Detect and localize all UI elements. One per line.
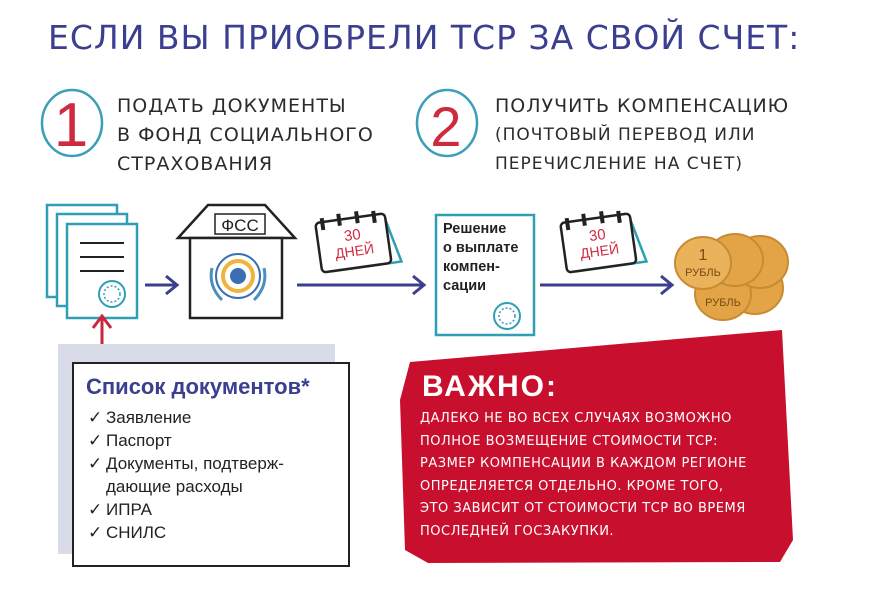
important-text: ДАЛЕКО НЕ ВО ВСЕХ СЛУЧАЯХ ВОЗМОЖНО ПОЛНО… bbox=[420, 408, 780, 543]
calendar-2-unit: ДНЕЙ bbox=[579, 239, 620, 261]
calendar-2-days: 30 bbox=[588, 226, 607, 245]
step-2-line-3: ПЕРЕЧИСЛЕНИЕ НА СЧЕТ) bbox=[495, 154, 744, 174]
doc-list-item: ✓Документы, подтверж- bbox=[86, 452, 336, 475]
important-line-1: ДАЛЕКО НЕ ВО ВСЕХ СЛУЧАЯХ ВОЗМОЖНО bbox=[420, 411, 732, 426]
document-stack-icon bbox=[45, 203, 139, 320]
step-1-text: ПОДАТЬ ДОКУМЕНТЫ В ФОНД СОЦИАЛЬНОГО СТРА… bbox=[117, 92, 374, 179]
coin-unit-2: РУБЛЬ bbox=[705, 297, 741, 309]
doc-list-item-label: Паспорт bbox=[106, 431, 172, 450]
doc-list-item-label: Документы, подтверж- bbox=[106, 454, 284, 473]
important-line-6: ПОСЛЕДНЕЙ ГОСЗАКУПКИ. bbox=[420, 523, 615, 539]
doc-list-item: ✓ИПРА bbox=[86, 498, 336, 521]
step-1-line-2: В ФОНД СОЦИАЛЬНОГО bbox=[117, 124, 374, 146]
doc-list-item-label: Заявление bbox=[106, 408, 192, 427]
doc-list-item: ✓СНИЛС bbox=[86, 521, 336, 544]
doc-list-item-label: дающие расходы bbox=[106, 477, 243, 496]
calendar-1-unit: ДНЕЙ bbox=[334, 239, 375, 261]
page-title: ЕСЛИ ВЫ ПРИОБРЕЛИ ТСР ЗА СВОЙ СЧЕТ: bbox=[48, 18, 801, 57]
coin-unit: РУБЛЬ bbox=[685, 267, 721, 279]
step-2-badge: 2 bbox=[415, 88, 479, 158]
check-icon: ✓ bbox=[88, 408, 103, 427]
check-icon: ✓ bbox=[88, 454, 103, 473]
step-1-number: 1 bbox=[54, 91, 88, 160]
doc-list-items: ✓Заявление ✓Паспорт ✓Документы, подтверж… bbox=[86, 406, 336, 544]
doc-list-title: Список документов* bbox=[86, 374, 310, 399]
step-1-line-3: СТРАХОВАНИЯ bbox=[117, 153, 274, 175]
fss-label: ФСС bbox=[221, 216, 258, 235]
decision-text: Решение о выплате компен- сации bbox=[443, 220, 535, 296]
decision-line-3: компен- bbox=[443, 259, 500, 275]
decision-line-4: сации bbox=[443, 278, 487, 294]
coin-value: 1 bbox=[699, 247, 708, 264]
doc-list-item: ✓Заявление bbox=[86, 406, 336, 429]
calendar-icon-2: 30 ДНЕЙ bbox=[559, 210, 649, 274]
step-2-text: ПОЛУЧИТЬ КОМПЕНСАЦИЮ (ПОЧТОВЫЙ ПЕРЕВОД И… bbox=[495, 92, 789, 179]
check-icon: ✓ bbox=[88, 431, 103, 450]
important-line-3: РАЗМЕР КОМПЕНСАЦИИ В КАЖДОМ РЕГИОНЕ bbox=[420, 456, 747, 471]
step-1-badge: 1 bbox=[40, 88, 104, 160]
important-title: ВАЖНО: bbox=[422, 370, 558, 403]
step-2-line-2: (ПОЧТОВЫЙ ПЕРЕВОД ИЛИ bbox=[495, 125, 756, 145]
step-2-number: 2 bbox=[430, 95, 461, 158]
step-1-line-1: ПОДАТЬ ДОКУМЕНТЫ bbox=[117, 95, 347, 117]
decision-line-2: о выплате bbox=[443, 240, 519, 256]
doc-list-panel: Список документов* ✓Заявление ✓Паспорт ✓… bbox=[72, 362, 350, 567]
doc-list-item-label: СНИЛС bbox=[106, 523, 167, 542]
important-line-2: ПОЛНОЕ ВОЗМЕЩЕНИЕ СТОИМОСТИ ТСР: bbox=[420, 433, 718, 449]
coins-icon: 1 РУБЛЬ РУБЛЬ bbox=[674, 233, 789, 321]
decision-document-icon bbox=[434, 213, 536, 337]
important-panel bbox=[400, 330, 793, 563]
doc-list-item: дающие расходы bbox=[86, 475, 336, 498]
check-icon: ✓ bbox=[88, 500, 103, 519]
flow-arrow-2 bbox=[297, 274, 427, 296]
calendar-1-days: 30 bbox=[343, 226, 362, 245]
flow-arrow-1 bbox=[145, 274, 180, 296]
doc-list-item: ✓Паспорт bbox=[86, 429, 336, 452]
fss-building-icon: ФСС bbox=[175, 203, 298, 320]
doc-list-item-label: ИПРА bbox=[106, 500, 152, 519]
important-line-5: ЭТО ЗАВИСИТ ОТ СТОИМОСТИ ТСР ВО ВРЕМЯ bbox=[420, 501, 746, 516]
decision-line-1: Решение bbox=[443, 221, 507, 237]
step-2-line-1: ПОЛУЧИТЬ КОМПЕНСАЦИЮ bbox=[495, 95, 790, 117]
check-icon: ✓ bbox=[88, 523, 103, 542]
flow-arrow-3 bbox=[540, 274, 675, 296]
calendar-icon-1: 30 ДНЕЙ bbox=[314, 210, 404, 274]
important-line-4: ОПРЕДЕЛЯЕТСЯ ОТДЕЛЬНО. КРОМЕ ТОГО, bbox=[420, 478, 724, 494]
